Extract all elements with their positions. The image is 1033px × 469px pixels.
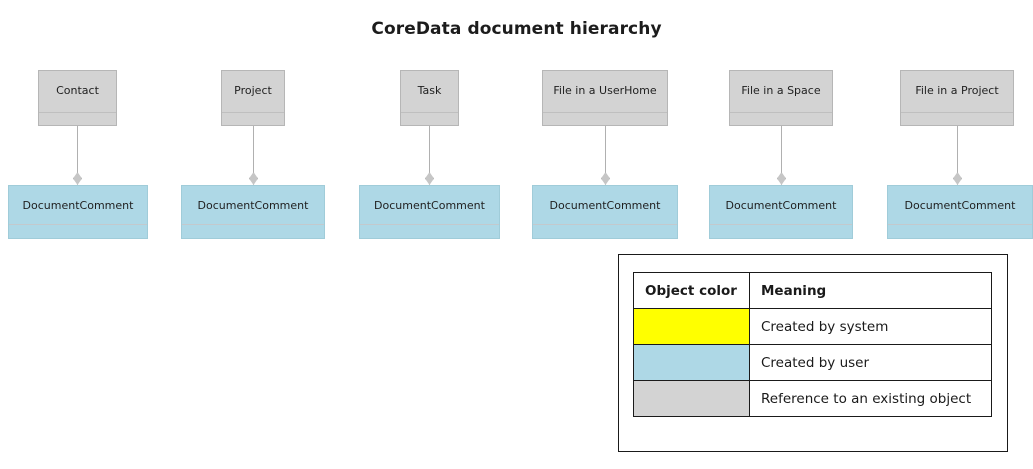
child-node-compartment <box>360 224 499 238</box>
child-node[interactable]: DocumentComment <box>8 185 148 239</box>
legend-row: Created by system <box>633 308 992 345</box>
aggregation-connector-line <box>781 126 782 179</box>
child-node-compartment <box>888 224 1032 238</box>
aggregation-connector-line <box>605 126 606 179</box>
parent-node-compartment <box>39 112 116 125</box>
parent-node-label: Task <box>417 84 442 97</box>
child-node-label: DocumentComment <box>549 198 661 212</box>
parent-node-label: Project <box>234 84 272 97</box>
page-title: CoreData document hierarchy <box>371 19 662 39</box>
legend-color-swatch <box>634 345 749 380</box>
child-node[interactable]: DocumentComment <box>709 185 853 239</box>
aggregation-diamond-icon <box>953 172 962 185</box>
legend-row: Reference to an existing object <box>633 380 992 417</box>
parent-node-compartment <box>543 112 667 125</box>
legend-color-cell <box>633 380 750 417</box>
parent-node-compartment <box>730 112 832 125</box>
aggregation-diamond-icon <box>777 172 786 185</box>
child-node-label: DocumentComment <box>904 198 1016 212</box>
parent-node[interactable]: File in a Project <box>900 70 1014 126</box>
parent-node-label: File in a Space <box>741 84 821 97</box>
legend-row: Created by user <box>633 344 992 381</box>
child-node[interactable]: DocumentComment <box>887 185 1033 239</box>
aggregation-diamond-icon <box>249 172 258 185</box>
parent-node-label: Contact <box>56 84 99 97</box>
parent-node-compartment <box>401 112 458 125</box>
parent-node-compartment <box>222 112 284 125</box>
legend-color-cell <box>633 344 750 381</box>
aggregation-diamond-icon <box>73 172 82 185</box>
child-node-compartment <box>182 224 324 238</box>
legend-meaning-cell: Created by user <box>749 344 992 381</box>
legend-header-meaning: Meaning <box>749 272 992 309</box>
parent-node[interactable]: Project <box>221 70 285 126</box>
child-node-label: DocumentComment <box>725 198 837 212</box>
child-node[interactable]: DocumentComment <box>359 185 500 239</box>
child-node-label: DocumentComment <box>197 198 309 212</box>
child-node-compartment <box>533 224 677 238</box>
aggregation-connector-line <box>957 126 958 179</box>
legend-meaning-cell: Reference to an existing object <box>749 380 992 417</box>
aggregation-connector-line <box>253 126 254 179</box>
legend-meaning-cell: Created by system <box>749 308 992 345</box>
parent-node[interactable]: Task <box>400 70 459 126</box>
aggregation-connector-line <box>77 126 78 179</box>
child-node-label: DocumentComment <box>22 198 134 212</box>
child-node-compartment <box>9 224 147 238</box>
legend-color-swatch <box>634 309 749 344</box>
parent-node[interactable]: File in a UserHome <box>542 70 668 126</box>
parent-node-label: File in a UserHome <box>553 84 657 97</box>
legend-header-object-color: Object color <box>633 272 750 309</box>
child-node[interactable]: DocumentComment <box>532 185 678 239</box>
child-node-compartment <box>710 224 852 238</box>
parent-node[interactable]: Contact <box>38 70 117 126</box>
aggregation-diamond-icon <box>601 172 610 185</box>
aggregation-connector-line <box>429 126 430 179</box>
child-node[interactable]: DocumentComment <box>181 185 325 239</box>
child-node-label: DocumentComment <box>374 198 485 212</box>
parent-node-compartment <box>901 112 1013 125</box>
legend-header-row: Object color Meaning <box>633 272 992 309</box>
legend-color-cell <box>633 308 750 345</box>
legend-color-swatch <box>634 381 749 416</box>
parent-node[interactable]: File in a Space <box>729 70 833 126</box>
parent-node-label: File in a Project <box>915 84 999 97</box>
aggregation-diamond-icon <box>425 172 434 185</box>
